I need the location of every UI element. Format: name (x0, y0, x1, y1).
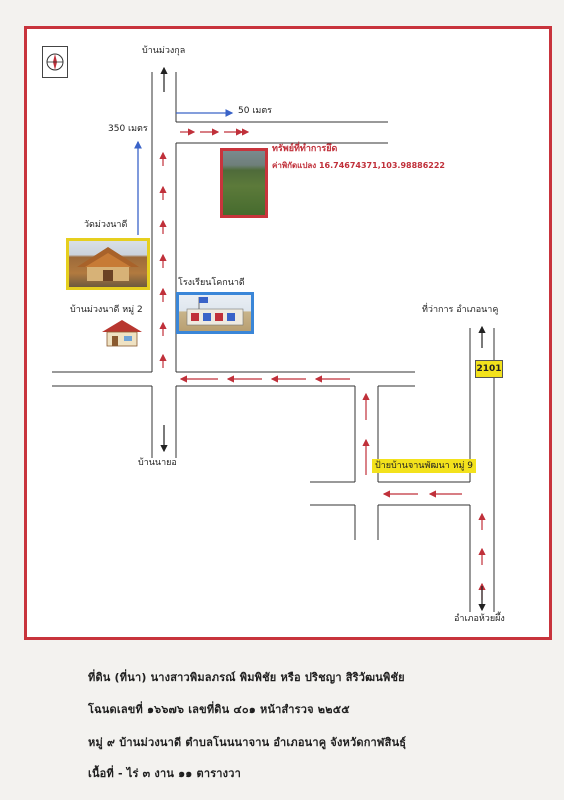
property-coordinates: ค่าพิกัดแปลง 16.74674371,103.98886222 (272, 161, 445, 170)
north-destination-label: บ้านม่วงกุล (142, 46, 186, 56)
cross-road (52, 371, 415, 387)
property-title: ทรัพย์ที่ทำการยึด (272, 144, 338, 154)
school-photo (176, 292, 254, 334)
temple-photo (66, 238, 150, 290)
district-office-label: ที่ว่าการ อำเภอนาคู (422, 305, 499, 315)
main-road (151, 72, 177, 458)
southeast-destination-label: อำเภอห้วยผึ้ง (454, 614, 505, 624)
land-area-line: เนื้อที่ - ไร่ ๓ งาน ๑๑ ตารางวา (88, 767, 242, 780)
route-number-sign: 2101 (475, 360, 503, 378)
side-road-top (176, 121, 388, 144)
property-photo (220, 148, 268, 218)
village-label: บ้านม่วงนาดี หมู่ 2 (70, 305, 143, 315)
direction-arrows (160, 66, 486, 612)
deed-number-line: โฉนดเลขที่ ๑๖๖๗๖ เลขที่ดิน ๔๐๑ หน้าสำรวจ… (88, 703, 350, 716)
distance-50m-label: 50 เมตร (238, 106, 273, 116)
house-icon (98, 318, 146, 348)
village-sign-label: ป้ายบ้านจานพัฒนา หมู่ 9 (372, 459, 477, 473)
north-compass-icon (42, 46, 68, 78)
south-destination-label: บ้านนายอ (138, 458, 177, 468)
land-owner-line: ที่ดิน (ที่นา) นางสาวพิมลภรณ์ พิมพิชัย ห… (88, 671, 405, 684)
route-arrows (159, 128, 486, 600)
school-label: โรงเรียนโคกนาดี (178, 278, 245, 288)
location-line: หมู่ ๙ บ้านม่วงนาดี ตำบลโนนนาจาน อำเภอนา… (88, 736, 407, 749)
temple-label: วัดม่วงนาดี (84, 220, 128, 230)
distance-arrows (134, 109, 234, 235)
distance-350m-label: 350 เมตร (108, 124, 148, 134)
